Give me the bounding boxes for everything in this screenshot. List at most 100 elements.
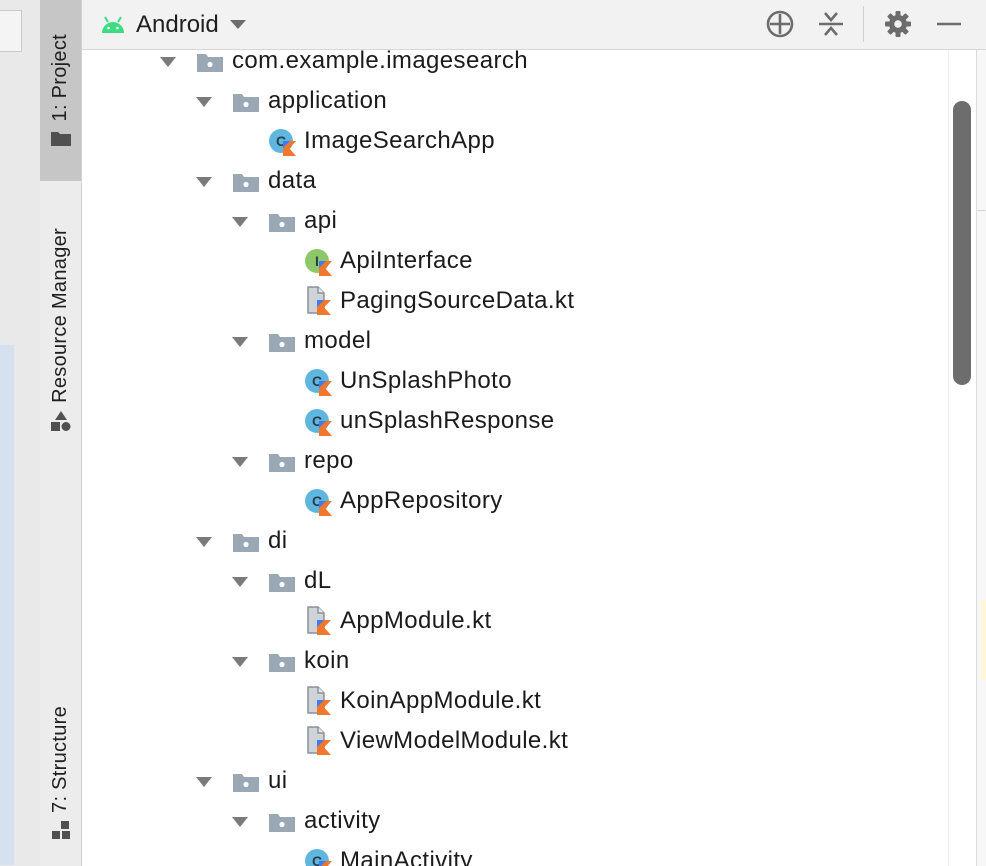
tree-row[interactable]: ui bbox=[82, 762, 948, 802]
package-folder-icon bbox=[268, 330, 296, 354]
tool-window-strip: 1: Project Resource Manager 7: Structure bbox=[40, 0, 82, 866]
tree-item-label: com.example.imagesearch bbox=[232, 50, 528, 74]
project-panel-header: Android bbox=[82, 0, 986, 50]
tree-item-label: ApiInterface bbox=[340, 247, 473, 274]
tree-item-label: data bbox=[268, 167, 317, 194]
package-folder-icon bbox=[196, 50, 224, 74]
expand-arrow-icon[interactable] bbox=[232, 577, 248, 587]
kotlin-class-icon: C bbox=[304, 488, 332, 516]
project-view-selector[interactable]: Android bbox=[100, 8, 247, 42]
tree-item-label: koin bbox=[304, 647, 350, 674]
kotlin-interface-icon: I bbox=[304, 248, 332, 276]
tree-row[interactable]: activity bbox=[82, 802, 948, 842]
tree-item-label: AppRepository bbox=[340, 487, 503, 514]
svg-text:C: C bbox=[276, 133, 286, 149]
tree-row[interactable]: di bbox=[82, 522, 948, 562]
tree-row[interactable]: PagingSourceData.kt bbox=[82, 282, 948, 322]
package-folder-icon bbox=[232, 530, 260, 554]
tree-item-label: ImageSearchApp bbox=[304, 127, 496, 154]
tree-item-label: MainActivity bbox=[340, 847, 473, 866]
tree-row[interactable]: model bbox=[82, 322, 948, 362]
tree-item-label: KoinAppModule.kt bbox=[340, 687, 542, 714]
gear-icon bbox=[885, 11, 911, 37]
kotlin-class-icon: C bbox=[268, 128, 296, 156]
hide-panel-button[interactable] bbox=[931, 6, 967, 42]
tree-item-label: PagingSourceData.kt bbox=[340, 287, 575, 314]
tab-structure[interactable]: 7: Structure bbox=[40, 680, 81, 866]
tree-item-label: api bbox=[304, 207, 338, 234]
collapse-all-icon bbox=[819, 12, 843, 36]
package-folder-icon bbox=[268, 210, 296, 234]
kotlin-file-icon bbox=[304, 286, 332, 315]
folder-icon bbox=[50, 132, 71, 147]
tree-item-label: ViewModelModule.kt bbox=[340, 727, 569, 754]
tab-project[interactable]: 1: Project bbox=[40, 0, 81, 181]
tab-project-label: 1: Project bbox=[49, 33, 71, 122]
tree-row[interactable]: C AppRepository bbox=[82, 482, 948, 522]
package-folder-icon bbox=[232, 770, 260, 794]
tree-item-label: unSplashResponse bbox=[340, 407, 555, 434]
right-edge-highlight bbox=[981, 600, 986, 680]
editor-field-edge bbox=[0, 10, 22, 52]
tree-item-label: UnSplashPhoto bbox=[340, 367, 512, 394]
tree-item-label: repo bbox=[304, 447, 354, 474]
expand-arrow-icon[interactable] bbox=[232, 337, 248, 347]
tree-row[interactable]: I ApiInterface bbox=[82, 242, 948, 282]
tree-row[interactable]: koin bbox=[82, 642, 948, 682]
project-view-label: Android bbox=[136, 11, 219, 38]
collapse-all-button[interactable] bbox=[813, 6, 849, 42]
settings-button[interactable] bbox=[880, 6, 916, 42]
expand-arrow-icon[interactable] bbox=[196, 777, 212, 787]
right-edge-tab bbox=[977, 160, 986, 211]
svg-text:C: C bbox=[312, 493, 322, 509]
tree-item-label: activity bbox=[304, 807, 381, 834]
expand-arrow-icon[interactable] bbox=[196, 97, 212, 107]
expand-arrow-icon[interactable] bbox=[196, 177, 212, 187]
header-separator bbox=[863, 6, 864, 42]
tree-row[interactable]: C ImageSearchApp bbox=[82, 122, 948, 162]
locate-icon bbox=[766, 10, 794, 38]
tree-row[interactable]: data bbox=[82, 162, 948, 202]
tree-item-label: ui bbox=[268, 767, 288, 794]
kotlin-file-icon bbox=[304, 726, 332, 755]
chevron-down-icon bbox=[229, 20, 246, 29]
expand-arrow-icon[interactable] bbox=[232, 657, 248, 667]
tree-row[interactable]: KoinAppModule.kt bbox=[82, 682, 948, 722]
svg-text:I: I bbox=[315, 253, 319, 269]
kotlin-class-icon: C bbox=[304, 848, 332, 866]
scrollbar-thumb[interactable] bbox=[953, 101, 971, 385]
tree-item-label: application bbox=[268, 87, 388, 114]
expand-arrow-icon[interactable] bbox=[196, 537, 212, 547]
tree-row[interactable]: ViewModelModule.kt bbox=[82, 722, 948, 762]
structure-icon bbox=[51, 821, 70, 840]
locate-button[interactable] bbox=[762, 6, 798, 42]
tree-row[interactable]: repo bbox=[82, 442, 948, 482]
tree-row[interactable]: application bbox=[82, 82, 948, 122]
svg-text:C: C bbox=[312, 413, 322, 429]
package-folder-icon bbox=[268, 810, 296, 834]
tree-row[interactable]: api bbox=[82, 202, 948, 242]
tree-row[interactable]: com.example.imagesearch bbox=[82, 50, 948, 82]
package-folder-icon bbox=[268, 570, 296, 594]
kotlin-class-icon: C bbox=[304, 408, 332, 436]
svg-text:C: C bbox=[312, 853, 322, 866]
tree-item-label: AppModule.kt bbox=[340, 607, 492, 634]
tree-row[interactable]: dL bbox=[82, 562, 948, 602]
package-folder-icon bbox=[268, 450, 296, 474]
kotlin-class-icon: C bbox=[304, 368, 332, 396]
shapes-icon bbox=[50, 411, 70, 432]
expand-arrow-icon[interactable] bbox=[232, 457, 248, 467]
package-folder-icon bbox=[268, 650, 296, 674]
minimize-icon bbox=[937, 22, 961, 26]
tree-item-label: model bbox=[304, 327, 372, 354]
expand-arrow-icon[interactable] bbox=[160, 57, 176, 67]
expand-arrow-icon[interactable] bbox=[232, 217, 248, 227]
tree-row[interactable]: C UnSplashPhoto bbox=[82, 362, 948, 402]
kotlin-file-icon bbox=[304, 606, 332, 635]
tree-row[interactable]: AppModule.kt bbox=[82, 602, 948, 642]
tree-item-label: di bbox=[268, 527, 288, 554]
expand-arrow-icon[interactable] bbox=[232, 817, 248, 827]
tree-row[interactable]: C MainActivity bbox=[82, 842, 948, 866]
tab-resource-manager[interactable]: Resource Manager bbox=[40, 200, 81, 460]
